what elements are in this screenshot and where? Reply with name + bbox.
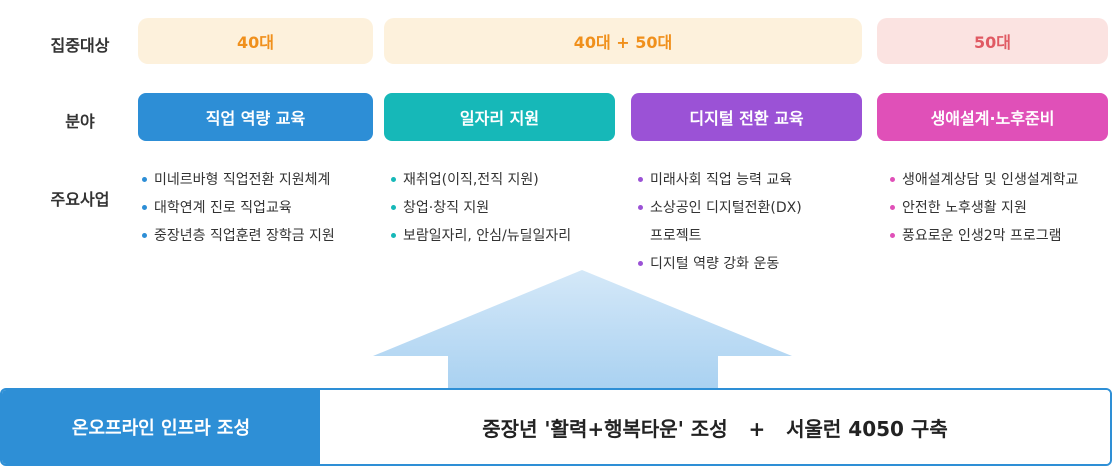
bullet-dot-icon [638, 261, 643, 266]
list-item-text: 대학연계 진로 직업교육 [154, 200, 292, 216]
field-label: 직업 역량 교육 [205, 109, 306, 128]
row-label-target: 집중대상 [50, 36, 110, 55]
list-item: 소상공인 디지털전환(DX) [638, 194, 802, 222]
bullet-dot-icon [638, 177, 643, 182]
target-label: 40대 + 50대 [573, 33, 673, 52]
bullet-dot-icon [142, 177, 147, 182]
project-list-digital-education: 미래사회 직업 능력 교육 소상공인 디지털전환(DX) 프로젝트 디지털 역량… [638, 166, 802, 278]
project-list-life-planning: 생애설계상담 및 인생설계학교 안전한 노후생활 지원 풍요로운 인생2막 프로… [890, 166, 1078, 250]
list-item-text: 중장년층 직업훈련 장학금 지원 [154, 228, 335, 244]
bullet-dot-icon [890, 205, 895, 210]
list-item-text: 디지털 역량 강화 운동 [650, 256, 780, 272]
target-box-40s: 40대 [138, 18, 373, 64]
field-label: 일자리 지원 [459, 109, 540, 128]
project-list-job-support: 재취업(이직,전직 지원) 창업·창직 지원 보람일자리, 안심/뉴딜일자리 [391, 166, 571, 250]
infra-label: 온오프라인 인프라 조성 [2, 390, 320, 464]
bullet-dot-icon [142, 205, 147, 210]
list-item: 재취업(이직,전직 지원) [391, 166, 571, 194]
up-arrow-icon [373, 270, 792, 390]
bullet-dot-icon [142, 233, 147, 238]
field-label: 디지털 전환 교육 [689, 109, 804, 128]
target-box-50s: 50대 [877, 18, 1108, 64]
up-arrow-shape [373, 270, 792, 390]
project-list-job-education: 미네르바형 직업전환 지원체계 대학연계 진로 직업교육 중장년층 직업훈련 장… [142, 166, 335, 250]
list-item: 미네르바형 직업전환 지원체계 [142, 166, 335, 194]
list-item-text: 창업·창직 지원 [403, 200, 490, 216]
list-item-text: 미래사회 직업 능력 교육 [650, 172, 793, 188]
bullet-dot-icon [638, 205, 643, 210]
list-item-text: 안전한 노후생활 지원 [902, 200, 1027, 216]
list-item: 창업·창직 지원 [391, 194, 571, 222]
list-item: 디지털 역량 강화 운동 [638, 250, 802, 278]
infra-description: 중장년 '활력+행복타운' 조성 + 서울런 4050 구축 [482, 416, 948, 441]
list-item: 중장년층 직업훈련 장학금 지원 [142, 222, 335, 250]
list-item: 보람일자리, 안심/뉴딜일자리 [391, 222, 571, 250]
target-label: 40대 [237, 33, 274, 52]
bullet-dot-icon [890, 177, 895, 182]
field-box-job-support: 일자리 지원 [384, 93, 615, 141]
target-box-40s-50s: 40대 + 50대 [384, 18, 862, 64]
field-label: 생애설계·노후준비 [930, 109, 1055, 128]
list-item: 미래사회 직업 능력 교육 [638, 166, 802, 194]
bullet-dot-icon [391, 233, 396, 238]
list-item-text: 생애설계상담 및 인생설계학교 [902, 172, 1079, 188]
bullet-dot-icon [391, 177, 396, 182]
list-item-text: 프로젝트 [650, 228, 702, 244]
list-item: 생애설계상담 및 인생설계학교 [890, 166, 1078, 194]
row-label-projects: 주요사업 [50, 190, 110, 209]
field-box-digital-education: 디지털 전환 교육 [631, 93, 862, 141]
list-item-text: 미네르바형 직업전환 지원체계 [154, 172, 331, 188]
list-item: 안전한 노후생활 지원 [890, 194, 1078, 222]
bullet-dot-icon [391, 205, 396, 210]
list-item: 풍요로운 인생2막 프로그램 [890, 222, 1078, 250]
bullet-dot-icon [890, 233, 895, 238]
list-item-text: 보람일자리, 안심/뉴딜일자리 [403, 228, 572, 244]
infra-text: 중장년 '활력+행복타운' 조성 + 서울런 4050 구축 [320, 390, 1110, 464]
list-item-continuation: 프로젝트 [638, 222, 802, 250]
list-item-text: 재취업(이직,전직 지원) [403, 172, 539, 188]
list-item-text: 소상공인 디지털전환(DX) [650, 200, 802, 216]
list-item: 대학연계 진로 직업교육 [142, 194, 335, 222]
list-item-text: 풍요로운 인생2막 프로그램 [902, 228, 1062, 244]
infra-bar: 온오프라인 인프라 조성 중장년 '활력+행복타운' 조성 + 서울런 4050… [0, 388, 1112, 466]
target-label: 50대 [974, 33, 1011, 52]
field-box-job-education: 직업 역량 교육 [138, 93, 373, 141]
field-box-life-planning: 생애설계·노후준비 [877, 93, 1108, 141]
row-label-field: 분야 [65, 112, 95, 131]
